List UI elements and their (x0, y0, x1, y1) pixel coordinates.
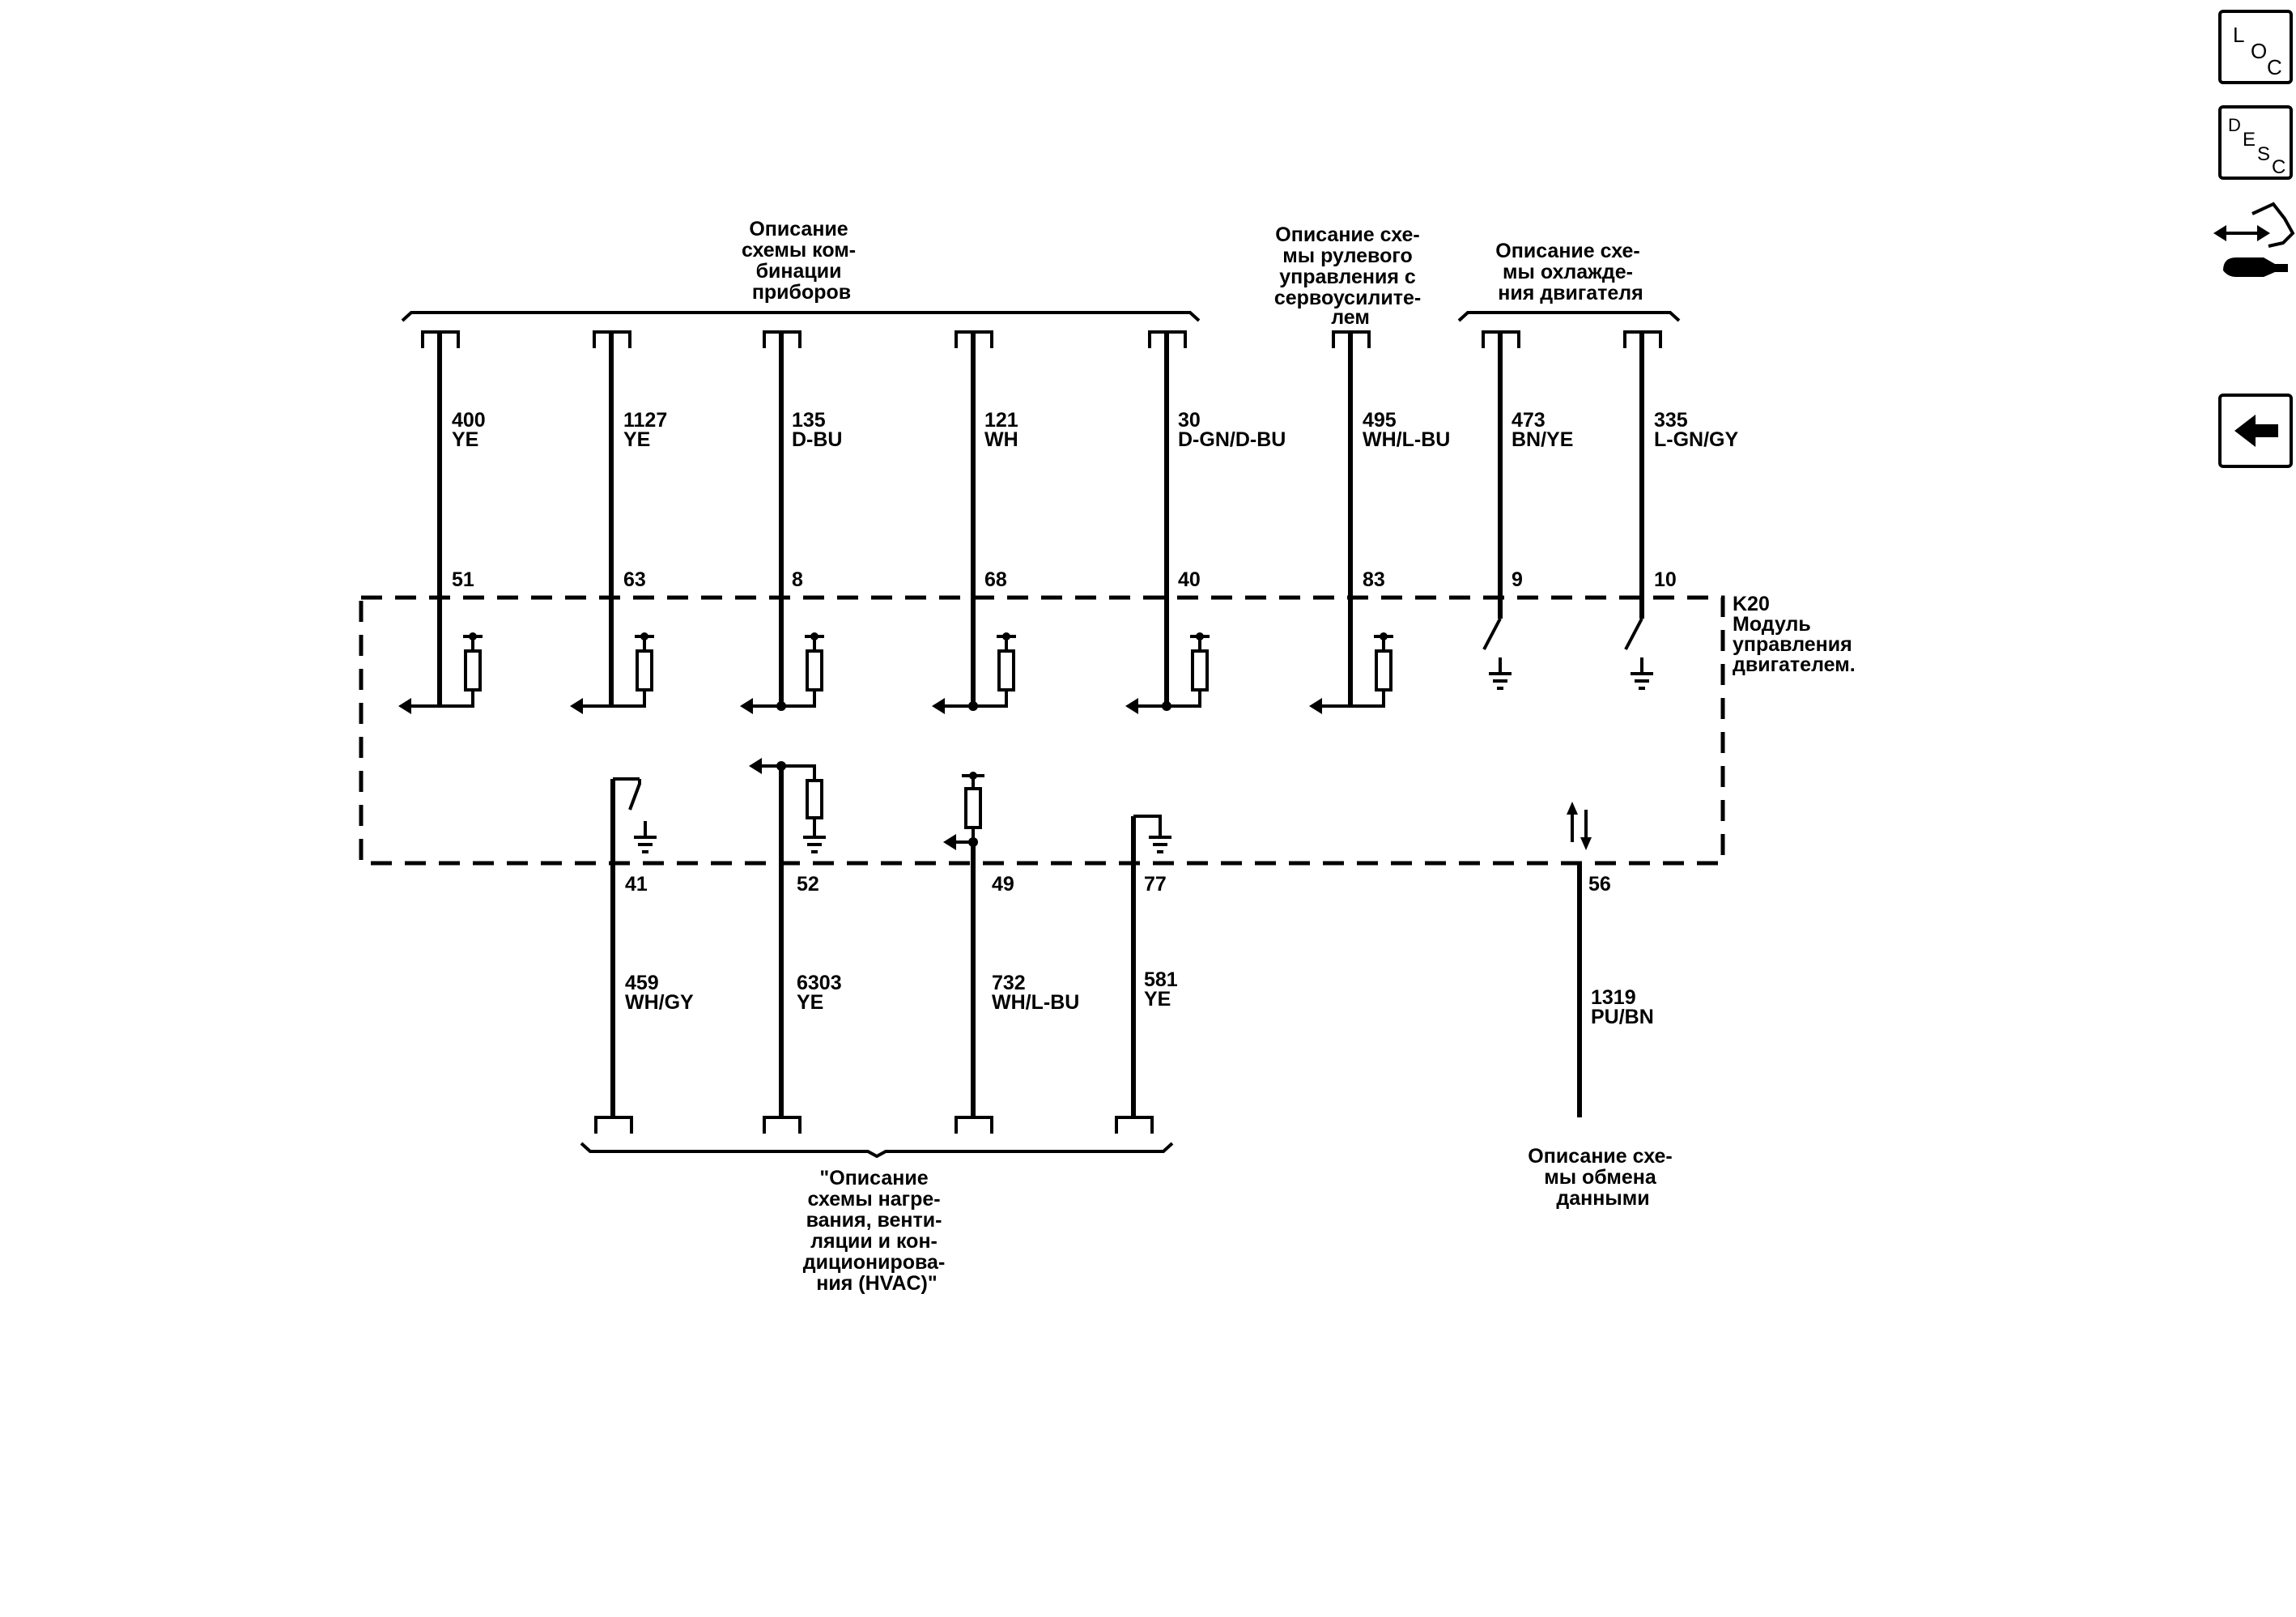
hvac-group-bracket (580, 1142, 1174, 1159)
output-arrow (749, 758, 762, 774)
pull-resistor (806, 649, 823, 691)
pull-resistor (636, 649, 653, 691)
pin-number: 68 (984, 568, 1007, 591)
back-button[interactable] (2218, 394, 2293, 468)
ground-symbol (803, 818, 826, 853)
desc-letter: E (2243, 129, 2256, 151)
connector-terminal (955, 1116, 993, 1134)
pin-number: 8 (792, 568, 803, 591)
ground-symbol (1149, 836, 1171, 853)
back-arrow-icon (2234, 415, 2278, 447)
loc-letter: O (2251, 39, 2267, 63)
pull-resistor (1375, 649, 1392, 691)
connector-terminal (763, 1116, 801, 1134)
pull-resistor (1191, 649, 1209, 691)
switch-contact (1624, 618, 1643, 650)
bidirectional-arrow-icon (1567, 802, 1592, 850)
wire-6303 (749, 758, 826, 1134)
switch-contact (1482, 618, 1502, 650)
pin-number: 49 (992, 873, 1014, 896)
loc-button[interactable]: L O C (2218, 10, 2293, 84)
connector-terminal (594, 1116, 633, 1134)
top-pin-numbers: 51 63 8 68 40 83 9 10 (452, 568, 1677, 591)
desc-letter: D (2228, 115, 2241, 135)
pin-number: 77 (1144, 873, 1167, 896)
pull-resistor (464, 649, 482, 691)
cooling-group-label: Описание схе- мы охлажде- ния двигателя (1495, 240, 1645, 304)
hvac-group-label: "Описание схемы нагре- вания, венти- ляц… (803, 1167, 950, 1295)
wire-30 (1125, 330, 1210, 714)
pin-number: 83 (1363, 568, 1385, 591)
wire-335 (1623, 330, 1662, 690)
wire-581 (1115, 815, 1171, 1134)
loc-letter: L (2233, 23, 2244, 47)
wire-135 (740, 330, 824, 714)
data-group-label: Описание схе- мы обмена данными (1528, 1145, 1677, 1210)
connector-terminal (1115, 1116, 1154, 1134)
desc-button[interactable]: D E S C (2218, 105, 2293, 180)
output-arrow (740, 698, 753, 714)
output-arrow (943, 834, 956, 850)
wire-732 (943, 772, 993, 1134)
connector-icon[interactable] (2213, 202, 2295, 277)
desc-letter: C (2272, 156, 2285, 178)
module-label: K20 Модуль управления двигателем. (1733, 593, 1858, 676)
instrument-group-bracket (401, 311, 1201, 322)
cooling-group-bracket (1457, 311, 1681, 322)
instrument-group-label: Описание схемы ком- бинации приборов (742, 218, 861, 304)
wire-121 (932, 330, 1016, 714)
wire-1319 (1567, 802, 1592, 1117)
pin-number: 9 (1512, 568, 1523, 591)
pin-number: 63 (623, 568, 646, 591)
output-arrow (1125, 698, 1138, 714)
ground-symbol (1489, 657, 1512, 690)
pin-number: 10 (1654, 568, 1677, 591)
wire-459 (594, 777, 657, 1134)
bottom-pin-numbers: 41 52 49 77 56 (625, 873, 1611, 896)
pin-number: 41 (625, 873, 648, 896)
pin-number: 52 (797, 873, 819, 896)
output-arrow (1309, 698, 1322, 714)
output-arrow (932, 698, 945, 714)
output-arrow (398, 698, 411, 714)
pin-number: 56 (1588, 873, 1611, 896)
desc-letter: S (2257, 143, 2270, 165)
wire-400 (398, 330, 483, 714)
wire-1127 (570, 330, 654, 714)
steering-group-label: Описание схе- мы рулевого управления с с… (1274, 223, 1426, 329)
ground-symbol (634, 821, 657, 853)
wire-473 (1482, 330, 1520, 690)
module-boundary (359, 595, 1725, 866)
pin-number: 51 (452, 568, 474, 591)
pull-resistor (806, 779, 823, 819)
pin-number: 40 (1178, 568, 1201, 591)
switch-contact (628, 779, 641, 811)
output-arrow (570, 698, 583, 714)
pull-resistor (997, 649, 1015, 691)
loc-letter: C (2267, 55, 2282, 79)
wire-495 (1309, 330, 1393, 714)
pull-resistor (964, 787, 982, 829)
ground-symbol (1631, 657, 1653, 690)
